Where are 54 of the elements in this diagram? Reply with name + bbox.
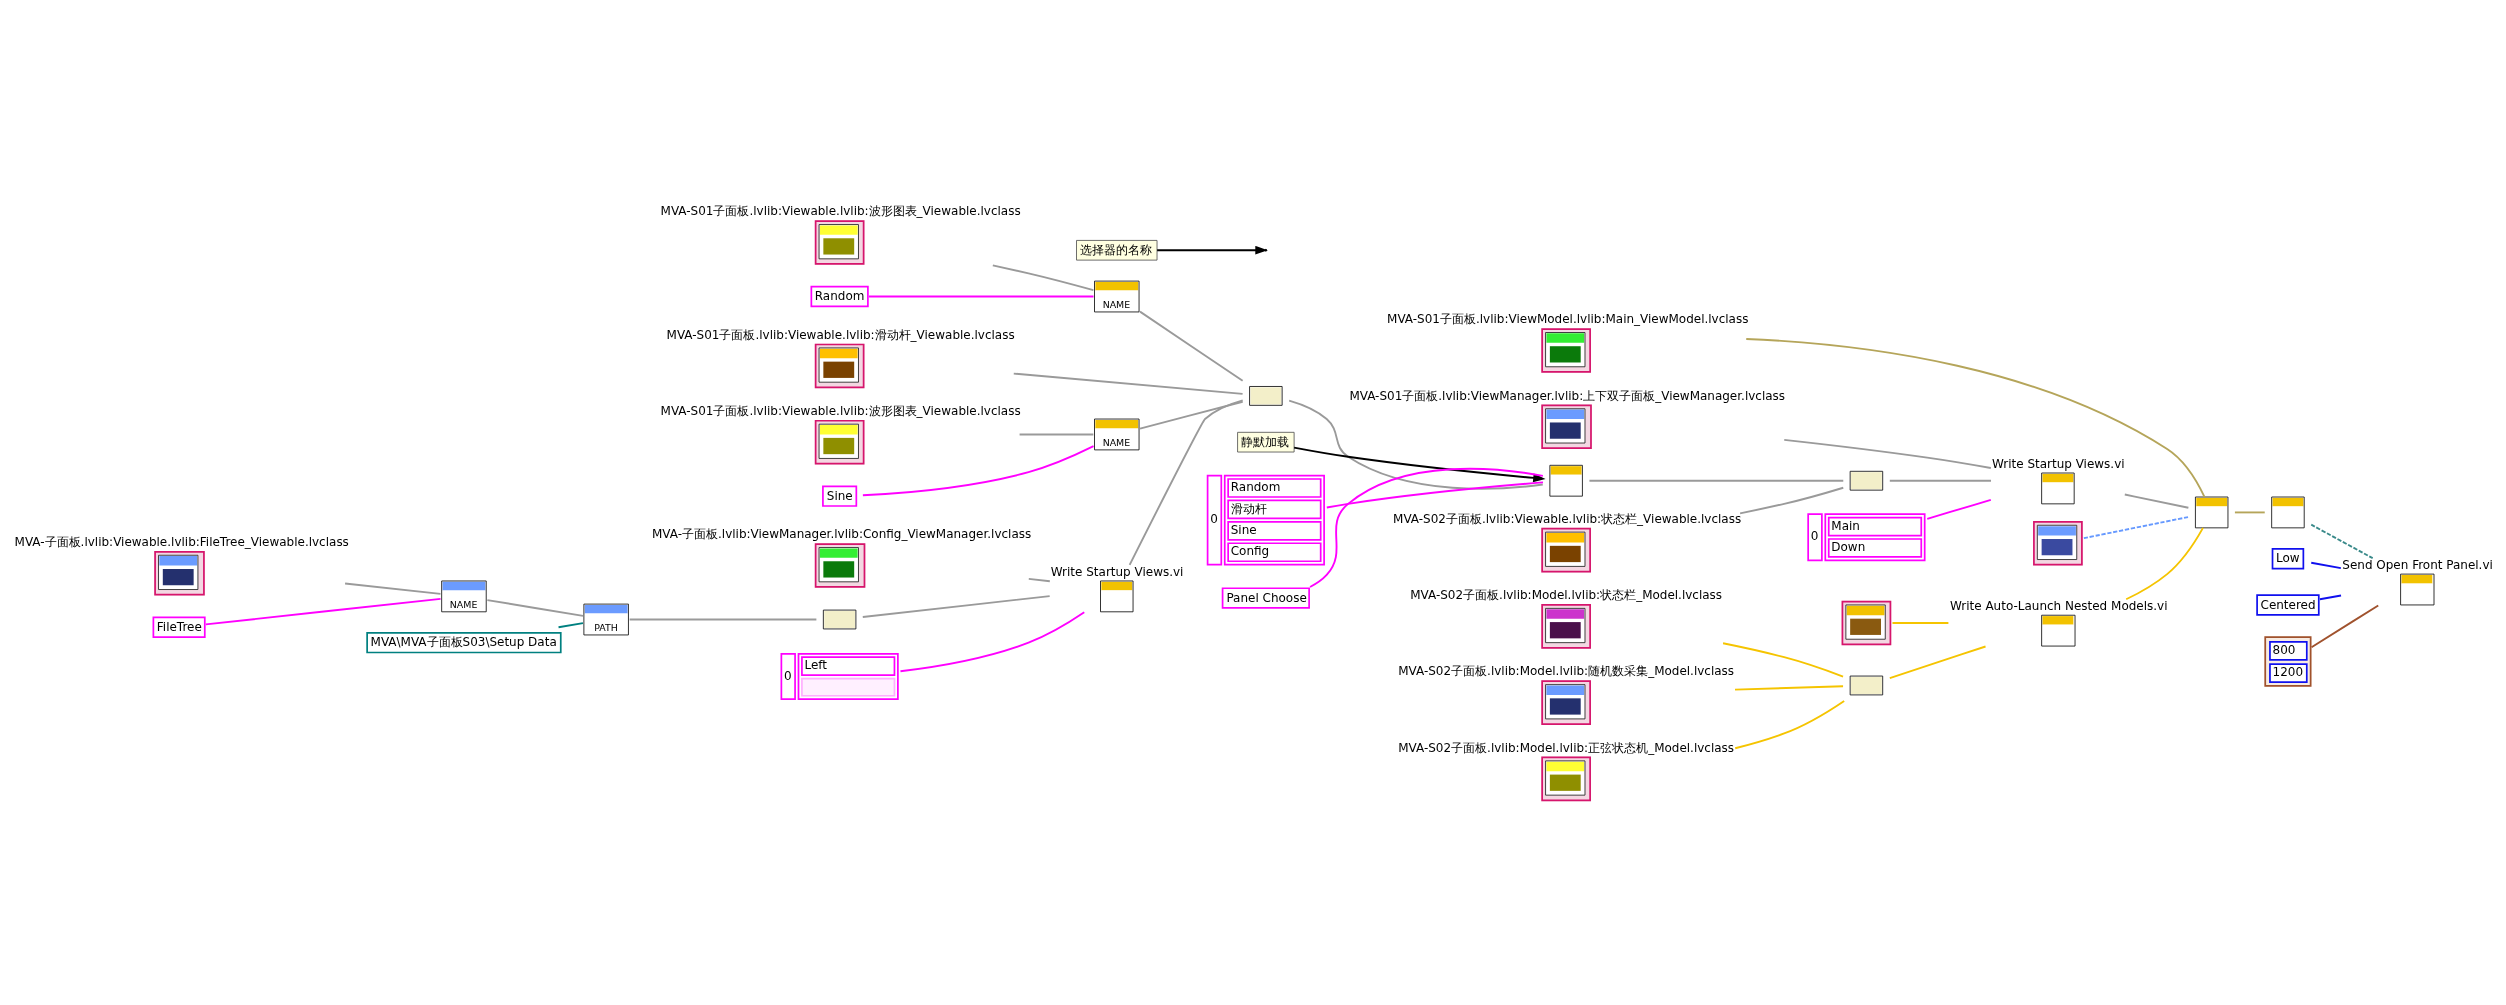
connector — [2123, 493, 2190, 509]
node-label: MVA-S01子面板.lvlib:ViewModel.lvlib:Main_ViewModel.lvclass — [1387, 311, 1749, 326]
connector — [2310, 523, 2374, 559]
connector — [2310, 561, 2342, 569]
connector — [1012, 372, 1244, 395]
node-label: MVA-S01子面板.lvlib:Viewable.lvlib:滑动杆_Viewable.lvclass — [666, 327, 1015, 342]
connector — [1128, 398, 1244, 566]
connector — [2319, 594, 2342, 600]
connector — [1139, 400, 1244, 430]
connector — [991, 263, 1095, 291]
node-label: Write Startup Views.vi — [1991, 456, 2125, 471]
connector — [2082, 515, 2190, 539]
connector — [204, 597, 442, 625]
connector — [1888, 645, 1987, 679]
connector — [1018, 433, 1095, 435]
connector — [861, 594, 1051, 618]
connector — [1888, 479, 1992, 482]
connector — [2310, 604, 2380, 648]
connector — [1739, 486, 1845, 514]
connector — [1734, 684, 1844, 691]
connector — [861, 444, 1095, 496]
connector — [1325, 481, 1544, 508]
node-label: MVA-S01子面板.lvlib:ViewManager.lvlib:上下双子面板_ViewManager.lvclass — [1349, 388, 1786, 403]
node-label: MVA-子面板.lvlib:ViewManager.lvlib:Config_ViewManager.lvclass — [652, 526, 1032, 541]
connector — [2125, 526, 2204, 600]
connector — [1027, 577, 1051, 582]
connector — [1288, 399, 1544, 490]
node-label: Write Auto-Launch Nested Models.vi — [1949, 598, 2168, 613]
connector — [1588, 479, 1845, 482]
connector — [1722, 641, 1844, 678]
connector — [486, 598, 584, 617]
node-label: MVA-S01子面板.lvlib:Viewable.lvlib:波形图表_Viewable.lvclass — [660, 403, 1021, 418]
node-label: MVA-S02子面板.lvlib:Viewable.lvlib:状态栏_Viewable.lvclass — [1393, 511, 1742, 526]
node-label: Write Startup Views.vi — [1050, 564, 1184, 579]
connector — [1926, 498, 1992, 520]
node-label: MVA-S01子面板.lvlib:Viewable.lvlib:波形图表_Viewable.lvclass — [660, 203, 1021, 218]
connector — [2233, 511, 2266, 513]
node-label: MVA-子面板.lvlib:Viewable.lvlib:FileTree_Viewable.lvclass — [14, 534, 349, 549]
connector — [867, 295, 1095, 297]
connector — [557, 621, 584, 628]
node-label: MVA-S02子面板.lvlib:Model.lvlib:状态栏_Model.lvclass — [1410, 587, 1723, 602]
node-label: MVA-S02子面板.lvlib:Model.lvlib:正弦状态机_Model.lvclass — [1398, 740, 1735, 755]
node-label: Send Open Front Panel.vi — [2342, 557, 2493, 572]
connector — [1745, 337, 2206, 498]
connector — [344, 582, 442, 595]
connector — [1891, 621, 1950, 624]
connector — [1783, 438, 1992, 469]
connector — [1139, 310, 1244, 382]
connector — [1309, 467, 1544, 588]
node-label: MVA-S02子面板.lvlib:Model.lvlib:随机数采集_Model.lvclass — [1398, 663, 1735, 678]
connector — [628, 618, 818, 620]
arrow — [1293, 446, 1546, 482]
connector — [1734, 699, 1846, 749]
connector — [899, 610, 1086, 672]
